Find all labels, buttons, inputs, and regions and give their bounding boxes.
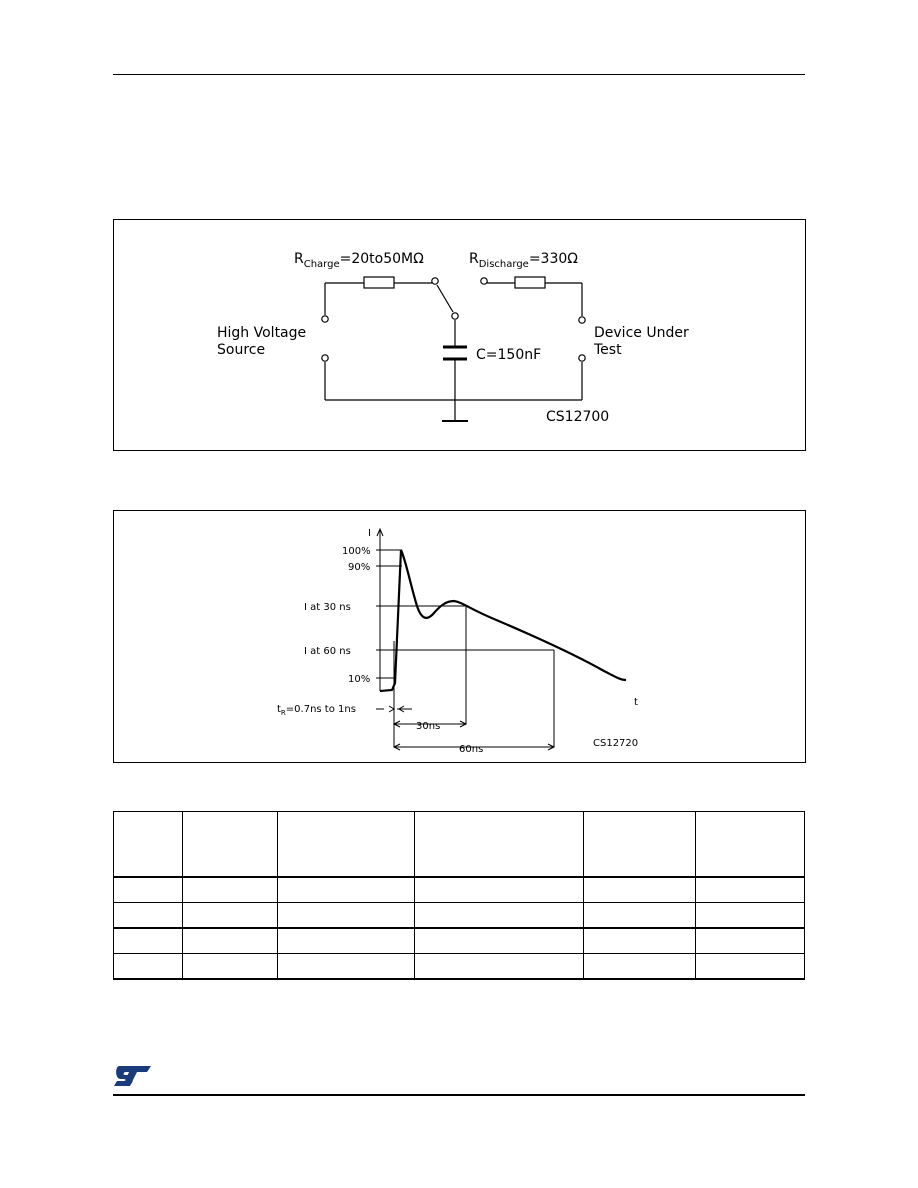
level-i30-label: I at 30 ns — [304, 602, 351, 613]
t-axis-label: t — [634, 697, 638, 708]
table-cell — [695, 927, 805, 954]
circuit-code: CS12700 — [546, 409, 609, 425]
table-header-cell — [113, 811, 183, 878]
dut-terminal-bottom — [578, 354, 586, 362]
table-cell — [695, 876, 805, 903]
table-cell — [583, 953, 696, 980]
table-row — [113, 876, 805, 903]
table-cell — [182, 876, 278, 903]
table-cell — [277, 953, 415, 980]
footer-rule — [113, 1094, 805, 1096]
i-axis-label: I — [368, 528, 371, 539]
switch-contact-right — [480, 277, 488, 285]
table-cell — [583, 902, 696, 929]
table-cell — [182, 902, 278, 929]
header-rule — [113, 74, 805, 75]
charge-resistor — [363, 276, 395, 289]
waveform-code: CS12720 — [593, 738, 638, 749]
table-cell — [113, 902, 183, 929]
dut-label-line1: Device Under — [594, 325, 689, 341]
st-logo — [114, 1066, 151, 1086]
source-label-line2: Source — [217, 342, 265, 358]
table-cell — [182, 953, 278, 980]
table-row — [113, 902, 805, 929]
table-header-cell — [583, 811, 696, 878]
table-header-cell — [414, 811, 584, 878]
dut-label-line2: Test — [593, 342, 622, 358]
table-row — [113, 953, 805, 980]
discharge-resistor — [514, 276, 546, 289]
level-i60-label: I at 60 ns — [304, 646, 351, 657]
esd-circuit-figure: RCharge=20to50MΩ RDischarge=330Ω High Vo… — [113, 219, 806, 451]
source-terminal-bottom — [321, 354, 329, 362]
table-cell — [113, 953, 183, 980]
rise-time-label: tR=0.7ns to 1ns — [277, 704, 356, 717]
current-waveform — [379, 549, 627, 693]
switch-pivot — [451, 312, 459, 320]
table-header-cell — [277, 811, 415, 878]
switch-contact-left — [431, 277, 439, 285]
r-discharge-label: RDischarge=330Ω — [469, 251, 578, 270]
table-cell — [695, 953, 805, 980]
level-10-label: 10% — [348, 674, 370, 685]
table-cell — [583, 927, 696, 954]
level-90-label: 90% — [348, 562, 370, 573]
span-30-label: 30ns — [416, 721, 440, 732]
table-cell — [414, 876, 584, 903]
span-60-label: 60ns — [459, 744, 483, 755]
table-cell — [277, 927, 415, 954]
table-cell — [583, 876, 696, 903]
table-header-row — [113, 811, 805, 878]
source-label-line1: High Voltage — [217, 325, 306, 341]
dut-terminal-top — [578, 316, 586, 324]
table-header-cell — [182, 811, 278, 878]
table-cell — [414, 902, 584, 929]
esd-circuit-diagram: RCharge=20to50MΩ RDischarge=330Ω High Vo… — [217, 251, 689, 425]
table-row — [113, 927, 805, 954]
table-cell — [414, 927, 584, 954]
source-terminal-top — [321, 315, 329, 323]
table-cell — [695, 902, 805, 929]
table-cell — [113, 876, 183, 903]
esd-waveform-figure: I t 100% 90% I at 30 ns I at 60 ns 10% t… — [113, 510, 806, 763]
level-100-label: 100% — [342, 546, 371, 557]
table-cell — [277, 902, 415, 929]
table-cell — [182, 927, 278, 954]
table-cell — [113, 927, 183, 954]
table-cell — [277, 876, 415, 903]
esd-waveform-diagram: I t 100% 90% I at 30 ns I at 60 ns 10% t… — [277, 527, 638, 755]
table-header-cell — [695, 811, 805, 878]
table-cell — [414, 953, 584, 980]
capacitor-label: C=150nF — [476, 347, 541, 363]
r-charge-label: RCharge=20to50MΩ — [294, 251, 424, 270]
data-table — [113, 811, 805, 980]
